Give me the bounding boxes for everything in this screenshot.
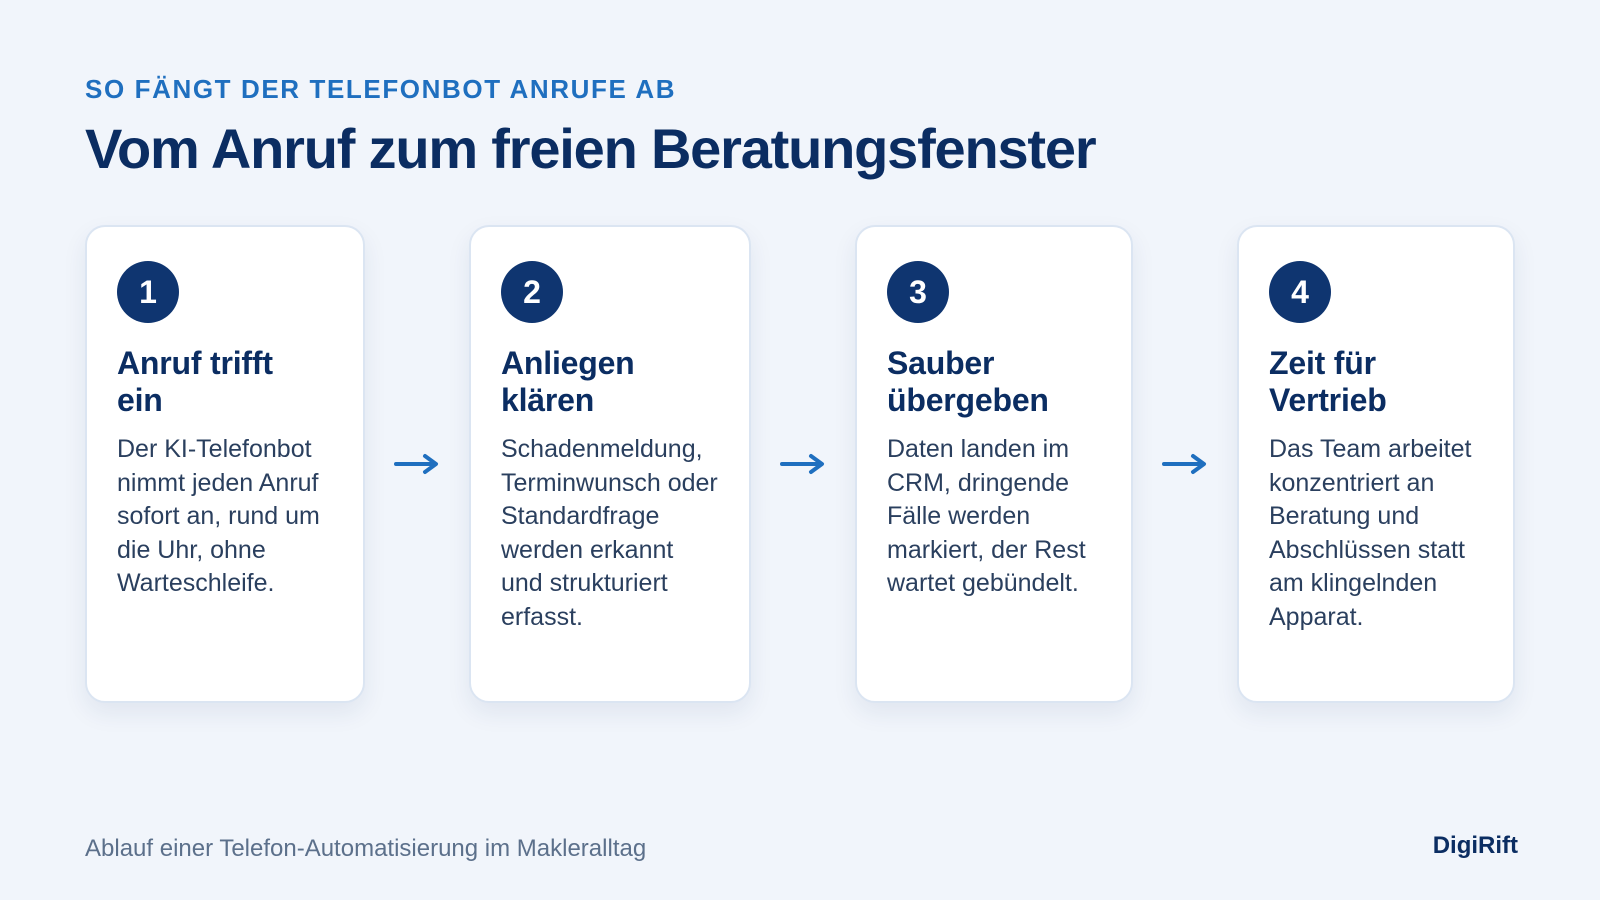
step-title-4: Zeit für Vertrieb	[1269, 345, 1485, 419]
step-title-2: Anliegen klären	[501, 345, 721, 419]
step-connector-2	[751, 225, 855, 703]
step-title-2-line-1: Anliegen	[501, 345, 635, 381]
step-description-2: Schadenmeldung, Terminwunsch oder Standa…	[501, 435, 718, 631]
step-title-1-line-1: Anruf trifft	[117, 345, 273, 381]
step-card-1: 1 Anruf trifft ein Der KI-Telefonbot nim…	[85, 225, 365, 703]
step-card-2: 2 Anliegen klären Schadenmeldung, Termin…	[469, 225, 751, 703]
step-number-badge-4: 4	[1269, 261, 1331, 323]
step-card-4: 4 Zeit für Vertrieb Das Team arbeitet ko…	[1237, 225, 1515, 703]
step-title-3-line-1: Sauber	[887, 345, 995, 381]
arrow-right-icon	[394, 454, 438, 474]
step-title-3-line-2: übergeben	[887, 382, 1049, 418]
arrow-right-icon	[780, 454, 824, 474]
eyebrow-label: SO FÄNGT DER TELEFONBOT ANRUFE AB	[85, 74, 677, 104]
step-title-1: Anruf trifft ein	[117, 345, 335, 419]
step-description-4: Das Team arbeitet konzentriert an Beratu…	[1269, 435, 1472, 631]
page-title: Vom Anruf zum freien Beratungsfenster	[85, 117, 1097, 180]
step-title-4-line-1: Zeit für	[1269, 345, 1376, 381]
step-number-badge-1: 1	[117, 261, 179, 323]
brand-logo: DigiRift	[1432, 832, 1518, 859]
step-connector-1	[365, 225, 469, 703]
footer-caption: Ablauf einer Telefon-Automatisierung im …	[85, 835, 647, 862]
step-number-badge-3: 3	[887, 261, 949, 323]
step-title-4-line-2: Vertrieb	[1269, 382, 1387, 418]
step-title-1-line-2: ein	[117, 382, 163, 418]
arrow-right-icon	[1162, 454, 1206, 474]
step-title-3: Sauber übergeben	[887, 345, 1103, 419]
step-description-3: Daten landen im CRM, dringende Fälle wer…	[887, 435, 1086, 597]
step-title-2-line-2: klären	[501, 382, 595, 418]
step-connector-3	[1133, 225, 1237, 703]
step-number-badge-2: 2	[501, 261, 563, 323]
process-steps: 1 Anruf trifft ein Der KI-Telefonbot nim…	[85, 225, 1515, 703]
step-card-3: 3 Sauber übergeben Daten landen im CRM, …	[855, 225, 1133, 703]
step-description-1: Der KI-Telefonbot nimmt jeden Anruf sofo…	[117, 435, 320, 597]
